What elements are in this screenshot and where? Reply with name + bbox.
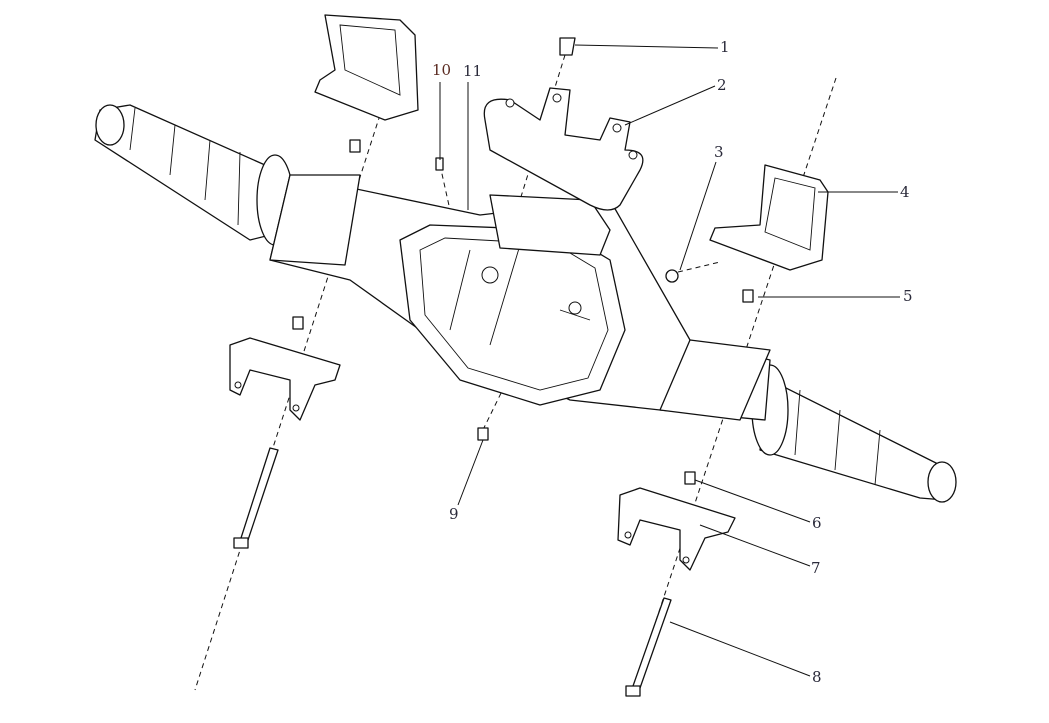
part-9-bushing [477, 427, 489, 441]
leader-lines [439, 44, 900, 677]
callout-4: 4 [900, 183, 910, 201]
callout-5: 5 [903, 287, 913, 305]
part-2-bracket [483, 87, 644, 211]
callout-1: 1 [720, 38, 730, 56]
callout-2: 2 [717, 76, 727, 94]
callout-6: 6 [812, 514, 822, 532]
callout-8: 8 [812, 668, 822, 686]
left-upper-spring-seat [314, 14, 419, 121]
bushings [292, 139, 754, 485]
right-spindle [751, 364, 957, 503]
callout-9: 9 [449, 505, 459, 523]
left-long-bolt [233, 447, 279, 549]
part-1-bolt [559, 37, 576, 56]
part-6-bushing [684, 471, 696, 485]
callout-10: 10 [432, 61, 452, 79]
part-4-upper-spring-seat [709, 164, 829, 271]
callout-11: 11 [463, 62, 483, 80]
callout-3: 3 [714, 143, 724, 161]
part-7-lower-plate [617, 487, 736, 571]
callout-7: 7 [811, 559, 821, 577]
part-3-plug [665, 269, 679, 283]
part-5-bushing [742, 289, 754, 303]
left-spindle [94, 104, 294, 246]
part-8-long-bolt [625, 597, 672, 697]
left-lower-plate [229, 337, 341, 421]
axle-housing [269, 174, 771, 421]
